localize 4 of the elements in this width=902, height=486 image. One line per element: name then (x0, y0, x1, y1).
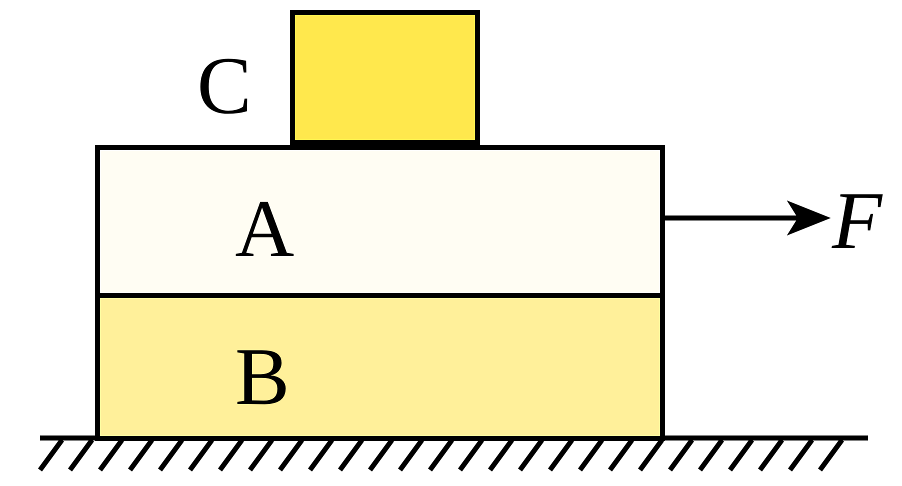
force-label: F (832, 180, 882, 262)
block-label: B (235, 336, 290, 418)
block-label: A (235, 188, 294, 270)
block-label: C (197, 45, 252, 127)
